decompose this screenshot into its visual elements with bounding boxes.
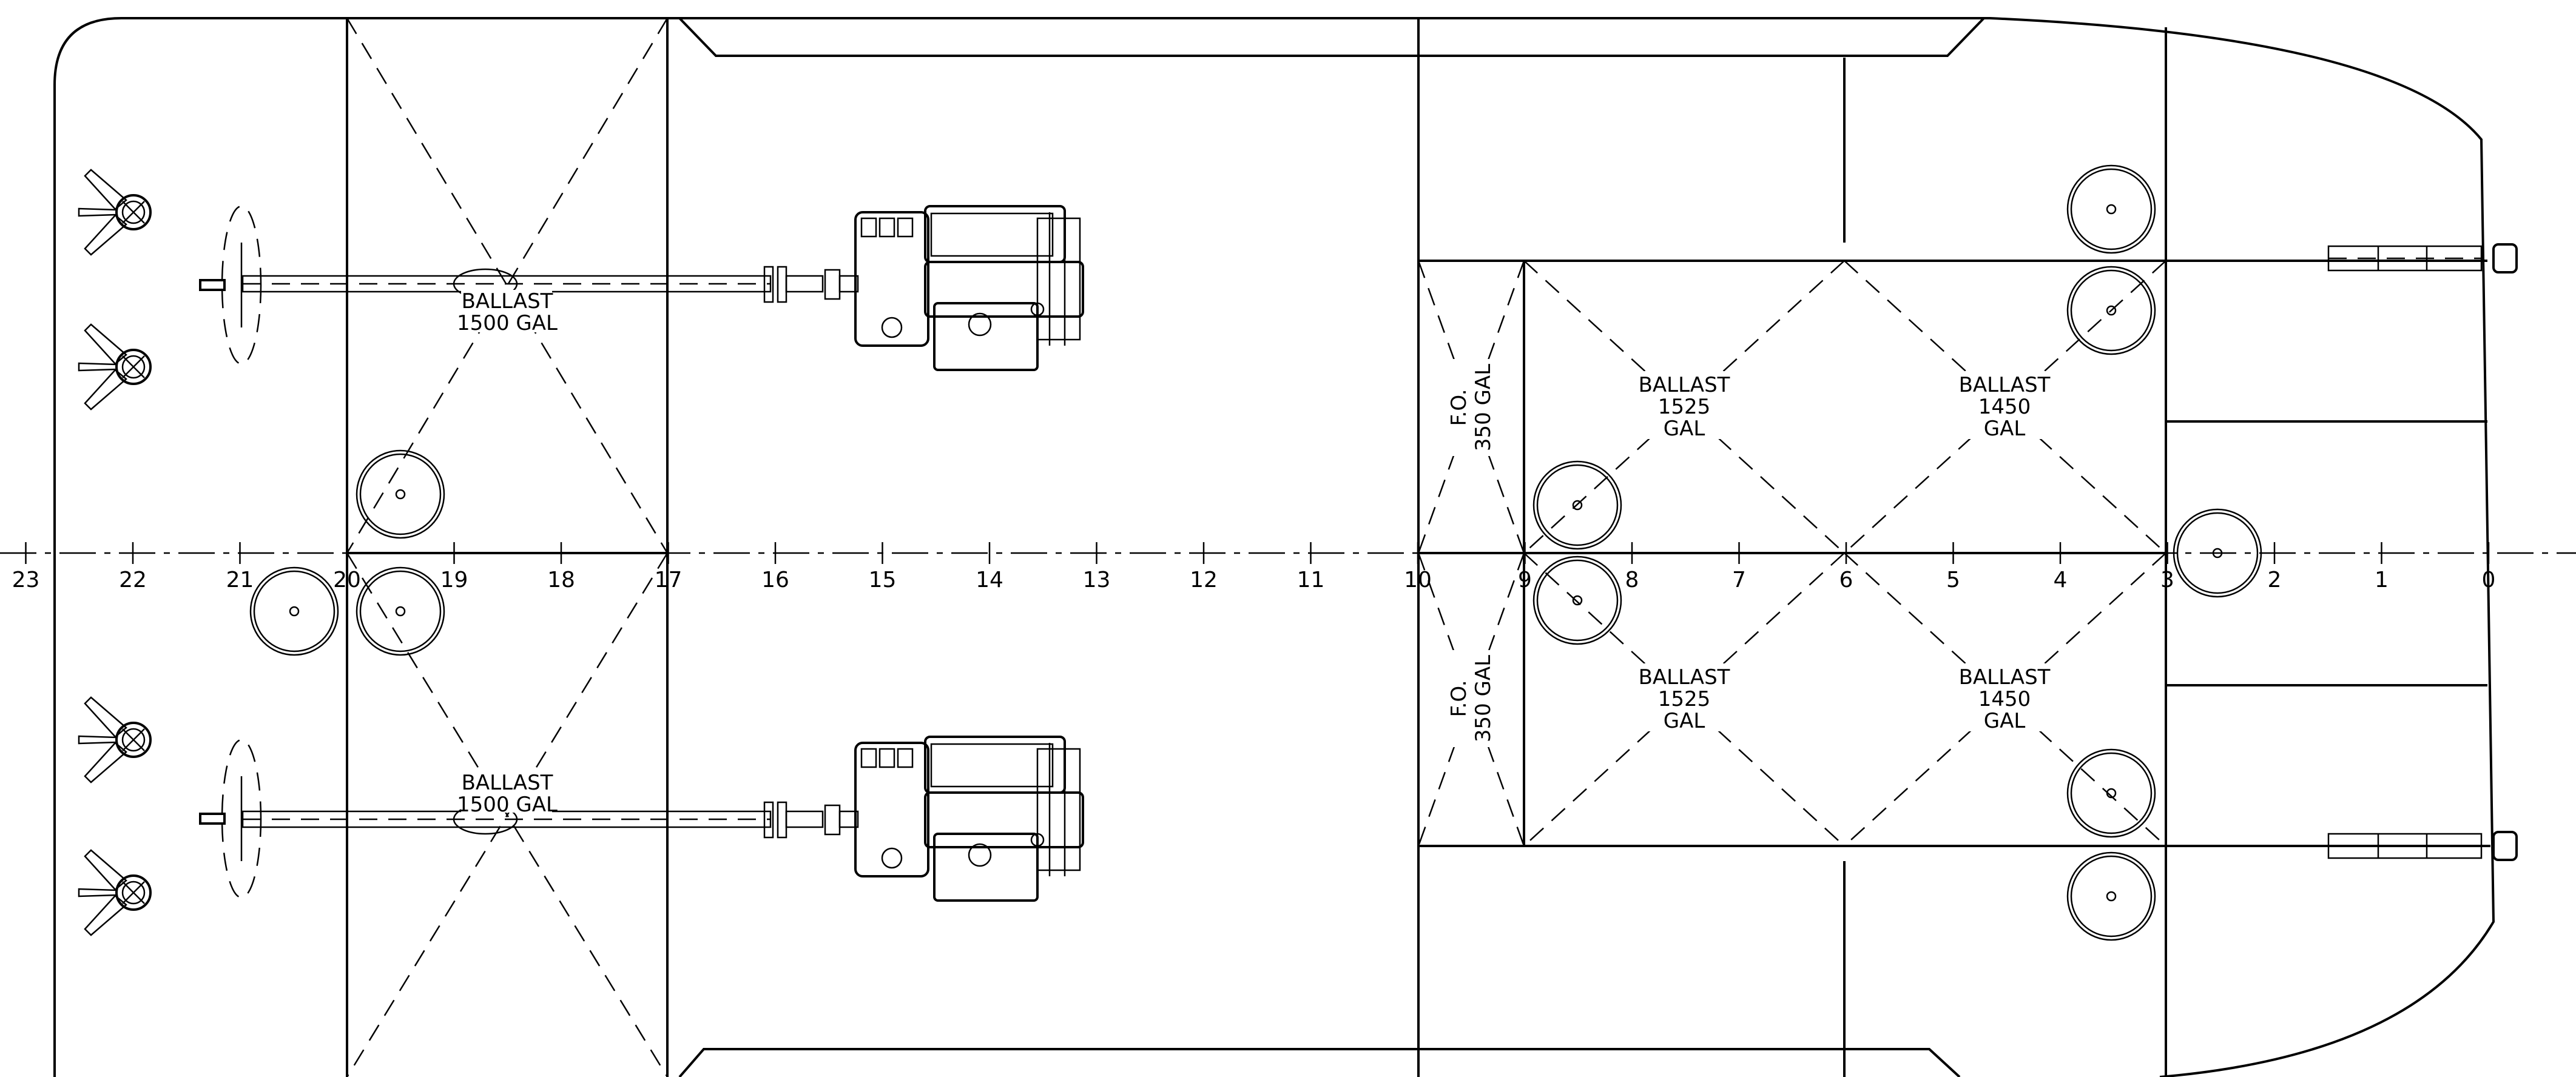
tank-label-mid-stbd: BALLAST 1525 GAL bbox=[1638, 663, 1730, 733]
tank-label-fwd-stbd: BALLAST 1450 GAL bbox=[1958, 663, 2051, 733]
svg-text:1450: 1450 bbox=[1978, 687, 2031, 711]
frame-number: 5 bbox=[1946, 568, 1960, 592]
svg-text:BALLAST: BALLAST bbox=[1959, 373, 2051, 397]
manhole-icon bbox=[2066, 748, 2156, 838]
rudder-icon bbox=[78, 169, 152, 256]
manhole-icon bbox=[2066, 164, 2156, 254]
propeller-icon bbox=[199, 739, 262, 899]
frame-number: 0 bbox=[2482, 568, 2496, 592]
frame-number: 6 bbox=[1839, 568, 1853, 592]
frame-number: 2 bbox=[2268, 568, 2282, 592]
frame-number: 10 bbox=[1404, 568, 1432, 592]
tank-label-aft-port: BALLAST 1500 GAL bbox=[457, 289, 558, 335]
engine-icon bbox=[854, 736, 1084, 902]
frame-number: 3 bbox=[2160, 568, 2174, 592]
frame-number: 20 bbox=[333, 568, 361, 592]
frame-number: 8 bbox=[1625, 568, 1639, 592]
frame-number: 12 bbox=[1190, 568, 1218, 592]
manhole-icon bbox=[249, 566, 339, 656]
frame-number: 11 bbox=[1297, 568, 1325, 592]
svg-text:350 GAL: 350 GAL bbox=[1471, 364, 1495, 451]
manhole-icon bbox=[2066, 266, 2156, 355]
rudder-icon bbox=[78, 323, 152, 411]
svg-text:F.O.: F.O. bbox=[1447, 389, 1471, 426]
frame-number: 15 bbox=[869, 568, 897, 592]
svg-text:F.O.: F.O. bbox=[1447, 680, 1471, 717]
frame-number: 1 bbox=[2375, 568, 2389, 592]
frame-number: 21 bbox=[226, 568, 254, 592]
svg-text:BALLAST: BALLAST bbox=[462, 289, 553, 314]
svg-text:GAL: GAL bbox=[1664, 709, 1705, 733]
manhole-icon bbox=[2066, 851, 2156, 941]
frame-number: 17 bbox=[655, 568, 683, 592]
svg-text:BALLAST: BALLAST bbox=[1959, 665, 2051, 689]
frame-number: 16 bbox=[761, 568, 789, 592]
tank-label-fo-stbd: F.O. 350 GAL bbox=[1443, 650, 1499, 747]
svg-text:BALLAST: BALLAST bbox=[1639, 665, 1730, 689]
frame-number: 14 bbox=[976, 568, 1003, 592]
manhole-icon bbox=[2173, 508, 2262, 598]
svg-text:BALLAST: BALLAST bbox=[1639, 373, 1730, 397]
propeller-icon bbox=[199, 205, 262, 365]
frame-number: 23 bbox=[12, 568, 40, 592]
tank-diagonals bbox=[346, 18, 2166, 1077]
tank-label-fwd-port: BALLAST 1450 GAL bbox=[1958, 371, 2051, 441]
svg-text:BALLAST: BALLAST bbox=[462, 771, 553, 795]
frame-number: 18 bbox=[547, 568, 575, 592]
svg-text:1525: 1525 bbox=[1658, 395, 1711, 419]
winch-icon bbox=[2327, 831, 2518, 861]
frame-number: 13 bbox=[1083, 568, 1111, 592]
svg-text:GAL: GAL bbox=[1664, 417, 1705, 441]
manholes bbox=[249, 164, 2262, 941]
tank-label-aft-stbd: BALLAST 1500 GAL bbox=[457, 770, 558, 817]
rudder-icon bbox=[78, 696, 152, 783]
frame-number: 4 bbox=[2054, 568, 2068, 592]
svg-text:GAL: GAL bbox=[1984, 417, 2026, 441]
engine-icon bbox=[854, 205, 1084, 371]
winch-icon bbox=[2327, 243, 2518, 273]
svg-text:350 GAL: 350 GAL bbox=[1471, 655, 1495, 742]
frame-number: 9 bbox=[1518, 568, 1532, 592]
tank-label-fo-port: F.O. 350 GAL bbox=[1443, 359, 1499, 456]
frame-number: 7 bbox=[1732, 568, 1746, 592]
svg-text:1500 GAL: 1500 GAL bbox=[457, 793, 558, 817]
rudders bbox=[78, 169, 152, 936]
manhole-icon bbox=[356, 566, 445, 656]
frame-number: 19 bbox=[440, 568, 468, 592]
manhole-icon bbox=[1532, 555, 1622, 645]
svg-text:GAL: GAL bbox=[1984, 709, 2026, 733]
manhole-icon bbox=[1532, 460, 1622, 550]
svg-text:1450: 1450 bbox=[1978, 395, 2031, 419]
rudder-icon bbox=[78, 849, 152, 936]
tank-label-mid-port: BALLAST 1525 GAL bbox=[1638, 371, 1730, 441]
svg-text:1500 GAL: 1500 GAL bbox=[457, 311, 558, 335]
hull-outline bbox=[53, 17, 2495, 1077]
manhole-icon bbox=[356, 449, 445, 539]
frame-number: 22 bbox=[119, 568, 147, 592]
svg-text:1525: 1525 bbox=[1658, 687, 1711, 711]
